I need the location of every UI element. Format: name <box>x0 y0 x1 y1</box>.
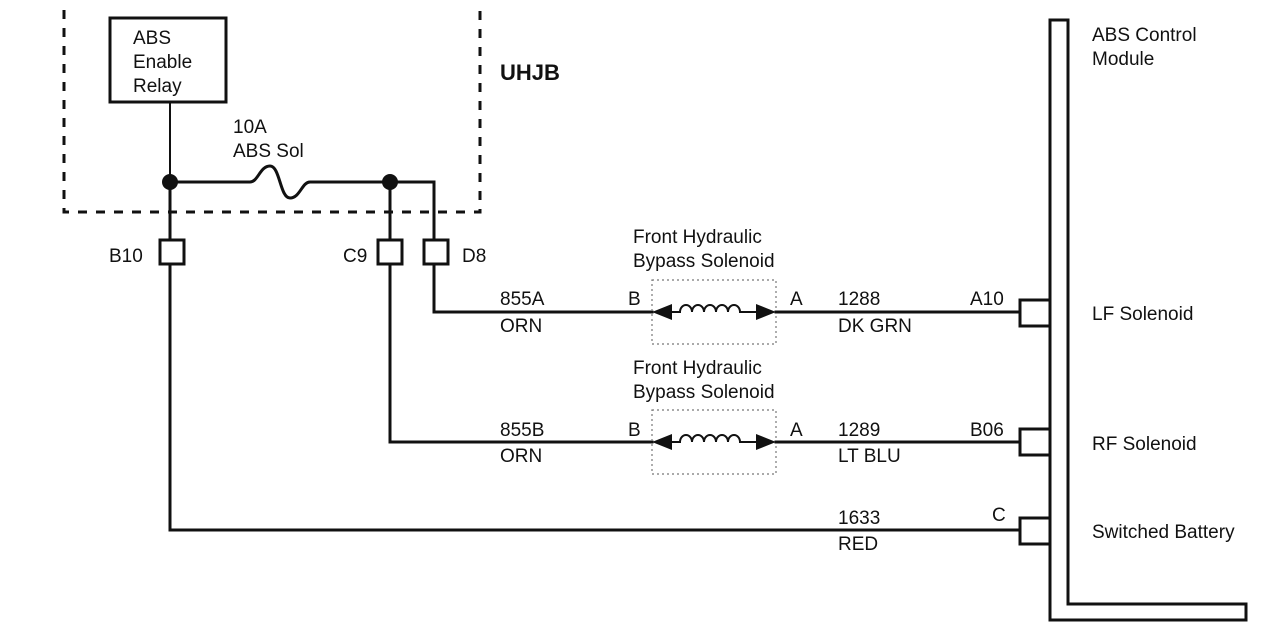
module-connector-c <box>1018 516 1052 546</box>
abs-control-module-outline <box>1048 18 1248 622</box>
wire-1289-color: LT BLU <box>838 446 901 467</box>
solenoid-2-pin-a: A <box>790 420 803 441</box>
wire-1633-color: RED <box>838 534 878 555</box>
solenoid-2-pin-b: B <box>628 420 641 441</box>
wire-855a <box>432 262 654 314</box>
solenoid-2-arrow-a <box>756 434 776 450</box>
solenoid-2-title-line2: Bypass Solenoid <box>633 382 775 403</box>
module-connector-a10-label: A10 <box>970 289 1004 310</box>
relay-label-line1: ABS <box>133 28 171 49</box>
solenoid-2-coil <box>672 434 756 443</box>
module-connector-b06-label: B06 <box>970 420 1004 441</box>
wire-855a-circuit: 855A <box>500 289 545 310</box>
abs-enable-relay <box>108 16 228 104</box>
connector-b10 <box>158 238 186 266</box>
module-pin-rf-solenoid: RF Solenoid <box>1092 434 1197 455</box>
solenoid-1-pin-a: A <box>790 289 803 310</box>
module-pin-switched-battery: Switched Battery <box>1092 522 1235 543</box>
module-label-line1: ABS Control <box>1092 25 1197 46</box>
wire-1633-circuit: 1633 <box>838 508 880 529</box>
wire-855b-color: ORN <box>500 446 542 467</box>
module-connector-b06 <box>1018 427 1052 457</box>
module-connector-a10 <box>1018 298 1052 328</box>
solenoid-2-arrow-b <box>652 434 672 450</box>
solenoid-1-pin-b: B <box>628 289 641 310</box>
connector-b10-label: B10 <box>109 246 143 267</box>
module-connector-c-label: C <box>992 505 1006 526</box>
solenoid-2-title-line1: Front Hydraulic <box>633 358 762 379</box>
connector-c9-label: C9 <box>343 246 367 267</box>
module-label-line2: Module <box>1092 49 1154 70</box>
fuse-name: ABS Sol <box>233 141 304 162</box>
wire-1633 <box>168 262 1022 532</box>
fuse-rating: 10A <box>233 117 267 138</box>
wire-1289-circuit: 1289 <box>838 420 880 441</box>
front-hydraulic-bypass-solenoid-rf: Front Hydraulic Bypass Solenoid B A <box>628 358 803 475</box>
solenoid-1-title-line2: Bypass Solenoid <box>633 251 775 272</box>
relay-label-line2: Enable <box>133 52 192 73</box>
module-pin-lf-solenoid: LF Solenoid <box>1092 304 1193 325</box>
front-hydraulic-bypass-solenoid-lf: Front Hydraulic Bypass Solenoid B A <box>628 227 803 345</box>
solenoid-1-arrow-b <box>652 304 672 320</box>
d8-feed-wire <box>388 180 436 242</box>
solenoid-1-arrow-a <box>756 304 776 320</box>
connector-c9 <box>376 238 404 266</box>
wire-855a-color: ORN <box>500 316 542 337</box>
uhjb-label: UHJB <box>500 60 560 85</box>
connector-d8-label: D8 <box>462 246 486 267</box>
wire-855b-circuit: 855B <box>500 420 544 441</box>
solenoid-1-title-line1: Front Hydraulic <box>633 227 762 248</box>
relay-label-line3: Relay <box>133 76 182 97</box>
solenoid-1-coil <box>672 304 756 313</box>
fuse-bus-wire <box>168 164 392 200</box>
wire-1288-color: DK GRN <box>838 316 912 337</box>
connector-d8 <box>422 238 450 266</box>
wire-1288-circuit: 1288 <box>838 289 880 310</box>
wire-855b <box>388 262 654 444</box>
